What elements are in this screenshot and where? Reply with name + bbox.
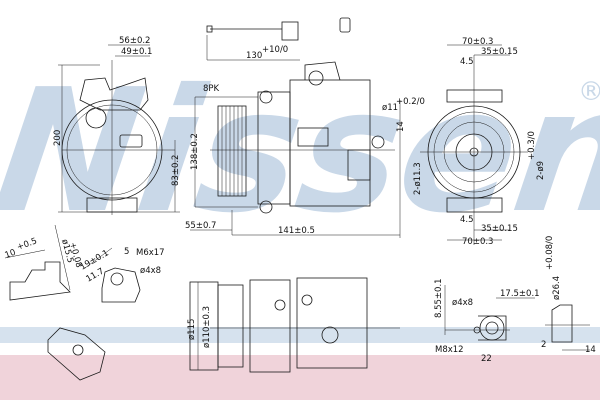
pink-band (0, 355, 600, 400)
bottom-side-view (189, 277, 400, 373)
dim-rear-offset-top: 4.5 (460, 57, 474, 67)
dim-belt-type: 8PK (203, 84, 220, 94)
dim-port-pin: ø4x8 (452, 298, 473, 308)
dim-side-width-inner: 49±0.1 (121, 47, 152, 57)
dim-port-depth: 14 (585, 345, 596, 355)
dim-port-bore-tol: +0.08/0 (545, 236, 555, 270)
dim-port-hole-tol: +0.2/0 (396, 97, 425, 107)
registered-mark: ® (578, 77, 600, 107)
dim-rear-width-bottom: 70±0.3 (462, 237, 493, 247)
dim-port-bore: ø26.4 (552, 276, 562, 300)
dim-cable-length: 130 (246, 51, 262, 61)
rear-view (420, 44, 528, 245)
side-view (58, 44, 180, 215)
dim-port-height: 8.55±0.1 (434, 278, 444, 318)
dim-pulley-diameter: ø115 (187, 319, 197, 340)
dim-fitting-b-dist: 19±0.1 (79, 248, 111, 272)
dim-rear-width-top: 70±0.3 (462, 37, 493, 47)
dim-fitting-a-depth: 10 (4, 248, 18, 261)
dim-mount-holes-right-tol: +0.3/0 (527, 131, 537, 160)
port-detail (444, 285, 590, 351)
dim-port-step: 2 (541, 340, 546, 350)
dim-fitting-b-pin: ø4x8 (140, 266, 161, 276)
dim-port-hole: ø11 (382, 103, 398, 113)
fitting-detail-b (84, 247, 141, 303)
dim-fitting-b-small: 5 (124, 247, 129, 257)
dim-front-height: 138±0.2 (190, 133, 200, 170)
dim-port-width: 22 (481, 354, 492, 364)
dim-mount-holes-left: 2-ø11.3 (413, 162, 423, 195)
dim-side-axis-height: 83±0.2 (171, 155, 181, 186)
dim-rear-offset-bottom: 4.5 (460, 215, 474, 225)
sensor-cable (206, 17, 351, 61)
dim-rear-half-bottom: 35±0.15 (481, 224, 518, 234)
dim-pulley-offset: 55±0.7 (185, 221, 216, 231)
fitting-detail-a (4, 224, 71, 301)
front-view (190, 61, 401, 238)
blue-band (0, 327, 600, 343)
dim-side-width-outer: 56±0.2 (119, 36, 150, 46)
dim-port-thread: M8x12 (435, 345, 464, 355)
dim-port-spacing: 17.5±0.1 (500, 289, 540, 299)
fitting-detail-c (47, 327, 106, 381)
dim-mount-holes-right: 2-ø9 (536, 161, 546, 180)
dim-fitting-b-thread: M6x17 (136, 248, 165, 258)
dim-body-length: 141±0.5 (278, 226, 315, 236)
dim-side-height: 200 (53, 130, 63, 146)
dim-pulley-inner: ø110±0.3 (202, 306, 212, 348)
dim-port-offset: 14 (396, 121, 406, 132)
dim-rear-half-top: 35±0.15 (481, 47, 518, 57)
dim-cable-tolerance: +10/0 (262, 45, 288, 55)
